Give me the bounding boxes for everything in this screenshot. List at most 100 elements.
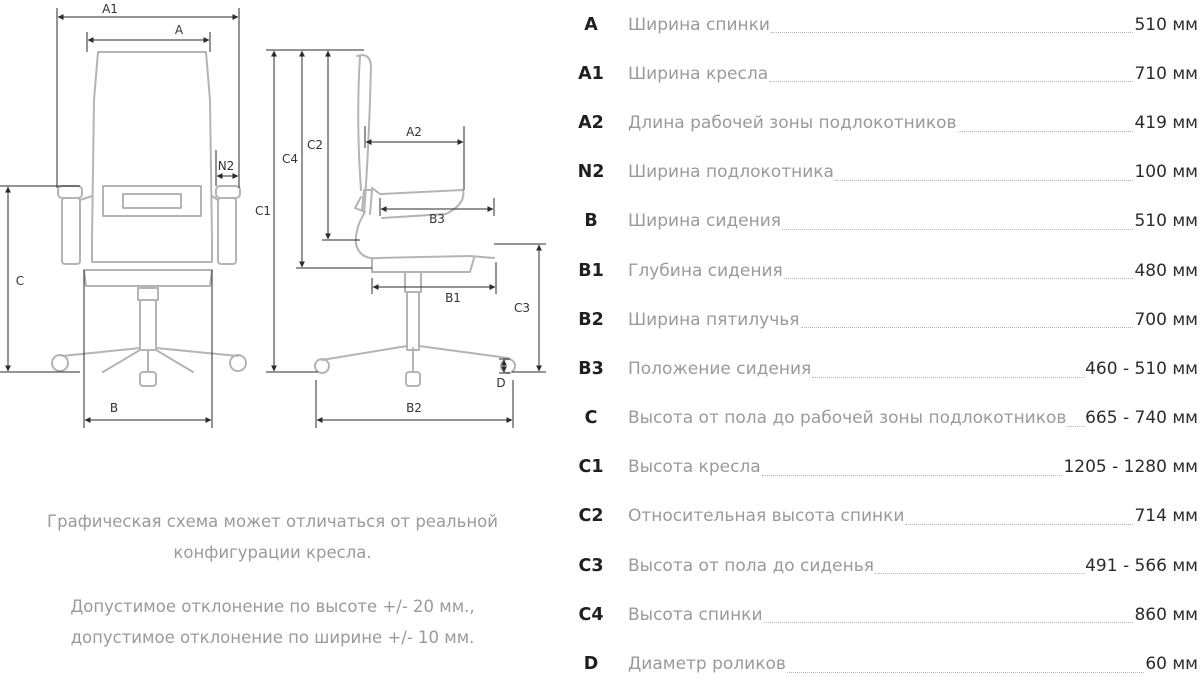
spec-code: A1 (578, 63, 604, 84)
spec-row: N2 Ширина подлокотника 100 мм (562, 148, 1198, 197)
note-line: Допустимое отклонение по высоте +/- 20 м… (70, 597, 475, 616)
diagram-disclaimer: Графическая схема может отличаться от ре… (0, 506, 545, 568)
dot-leader (769, 81, 1134, 83)
spec-label: Положение сидения (628, 358, 813, 379)
spec-value: 700 мм (1133, 309, 1198, 330)
chair-front-view (51, 51, 247, 387)
label-N2: N2 (218, 159, 235, 173)
dot-leader (761, 474, 1063, 476)
spec-code: C3 (578, 555, 604, 576)
label-C2: C2 (307, 138, 323, 152)
spec-row: C Высота от пола до рабочей зоны подлокот… (562, 394, 1198, 443)
spec-row: D Диаметр роликов 60 мм (562, 639, 1198, 688)
spec-label: Высота от пола до сиденья (628, 555, 875, 576)
spec-code: D (583, 654, 599, 675)
spec-value: 100 мм (1133, 162, 1198, 183)
spec-row: C3 Высота от пола до сиденья 491 - 566 мм (562, 541, 1198, 590)
spec-value: 714 мм (1133, 506, 1198, 527)
label-B3: B3 (429, 212, 445, 226)
dot-leader (875, 573, 1085, 575)
spec-code: B3 (578, 358, 604, 379)
dot-leader (957, 130, 1134, 132)
spec-label: Диаметр роликов (628, 654, 787, 675)
spec-label: Ширина пятилучья (628, 309, 801, 330)
spec-label: Ширина кресла (628, 63, 770, 84)
label-B2: B2 (406, 401, 422, 415)
spec-row: C2 Относительная высота спинки 714 мм (562, 492, 1198, 541)
spec-row: B1 Глубина сидения 480 мм (562, 246, 1198, 295)
spec-label: Глубина сидения (628, 260, 784, 281)
chair-dimension-diagram: A1 A N2 C B C1 C4 C2 A2 B3 B1 C (0, 0, 546, 428)
note-line: Графическая схема может отличаться от ре… (47, 512, 498, 531)
label-C4: C4 (282, 152, 298, 166)
label-A: A (175, 23, 184, 37)
spec-value: 491 - 566 мм (1084, 555, 1198, 576)
spec-row: B Ширина сидения 510 мм (562, 197, 1198, 246)
spec-value: 510 мм (1133, 211, 1198, 232)
spec-value: 1205 - 1280 мм (1062, 457, 1198, 478)
spec-label: Ширина подлокотника (628, 162, 835, 183)
spec-value: 510 мм (1133, 14, 1198, 35)
spec-code: C1 (578, 457, 604, 478)
spec-code: A (584, 14, 598, 35)
spec-value: 460 - 510 мм (1084, 358, 1198, 379)
spec-value: 419 мм (1133, 112, 1198, 133)
label-A2: A2 (406, 125, 422, 139)
spec-row: A Ширина спинки 510 мм (562, 0, 1198, 49)
spec-row: A2 Длина рабочей зоны подлокотников 419 мм (562, 98, 1198, 147)
spec-row: B2 Ширина пятилучья 700 мм (562, 295, 1198, 344)
spec-code: C (584, 408, 598, 429)
dot-leader (800, 327, 1134, 329)
spec-row: C1 Высота кресла 1205 - 1280 мм (562, 443, 1198, 492)
spec-label: Высота кресла (628, 457, 762, 478)
dot-leader (786, 671, 1145, 673)
specification-list: A Ширина спинки 510 мм A1 Ширина кресла 710 … (562, 0, 1198, 689)
spec-label: Ширина сидения (628, 211, 782, 232)
tolerance-note: Допустимое отклонение по высоте +/- 20 м… (0, 591, 545, 653)
spec-code: C2 (578, 506, 604, 527)
dot-leader (783, 278, 1134, 280)
spec-value: 665 - 740 мм (1084, 408, 1198, 429)
note-line: допустимое отклонение по ширине +/- 10 м… (70, 628, 475, 647)
label-B1: B1 (445, 291, 461, 305)
spec-code: N2 (577, 162, 605, 183)
spec-value: 60 мм (1144, 654, 1198, 675)
label-C: C (16, 274, 24, 288)
label-D: D (496, 376, 505, 390)
dot-leader (782, 228, 1134, 230)
spec-label: Высота спинки (628, 604, 764, 625)
label-bg (170, 22, 188, 36)
label-bg (282, 152, 300, 166)
label-A1: A1 (102, 2, 118, 16)
label-bg (101, 0, 119, 14)
spec-value: 480 мм (1133, 260, 1198, 281)
spec-code: A2 (578, 112, 604, 133)
dot-leader (812, 376, 1085, 378)
dot-leader (905, 524, 1134, 526)
spec-code: B2 (578, 309, 604, 330)
spec-row: B3 Положение сидения 460 - 510 мм (562, 344, 1198, 393)
side-dimension-lines (266, 49, 546, 428)
label-bg (306, 138, 324, 152)
dot-leader (834, 179, 1134, 181)
spec-value: 860 мм (1133, 604, 1198, 625)
label-bg (512, 300, 532, 314)
note-line: конфигурации кресла. (173, 543, 372, 562)
label-C1: C1 (255, 204, 271, 218)
label-bg (254, 204, 272, 218)
spec-code: B1 (578, 260, 604, 281)
label-C3: C3 (514, 301, 530, 315)
spec-code: C4 (578, 604, 604, 625)
dot-leader (770, 32, 1134, 34)
spec-row: A1 Ширина кресла 710 мм (562, 49, 1198, 98)
dot-leader (1067, 425, 1085, 427)
spec-value: 710 мм (1133, 63, 1198, 84)
front-dimension-lines (0, 8, 240, 428)
spec-code: B (584, 211, 598, 232)
dot-leader (763, 622, 1134, 624)
spec-label: Ширина спинки (628, 14, 771, 35)
spec-label: Длина рабочей зоны подлокотников (628, 112, 958, 133)
chair-side-view (314, 54, 516, 387)
spec-label: Высота от пола до рабочей зоны подлокотн… (628, 408, 1068, 429)
spec-label: Относительная высота спинки (628, 506, 906, 527)
